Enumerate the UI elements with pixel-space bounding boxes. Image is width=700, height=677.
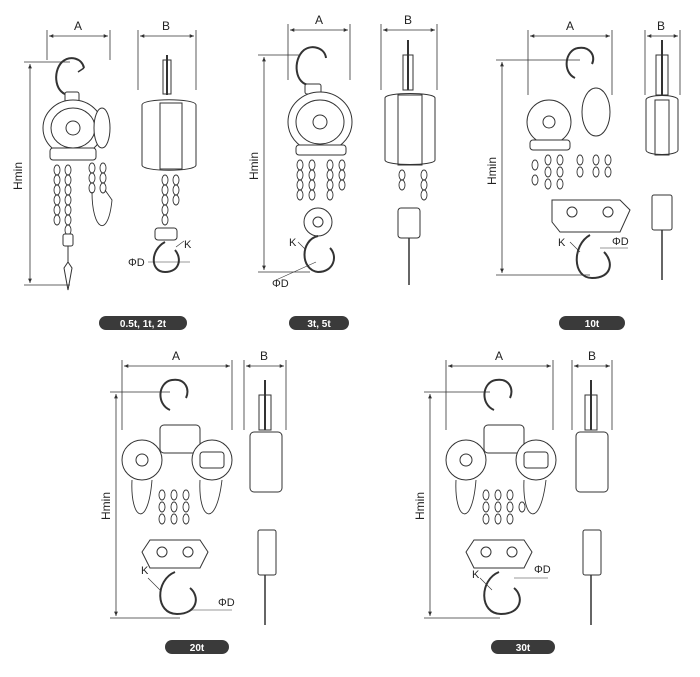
side-view-hoist — [645, 40, 679, 280]
side-view-hoist — [249, 380, 283, 625]
dimension-a — [121, 360, 233, 430]
front-view-hoist — [42, 57, 113, 291]
dimension-hmin — [24, 61, 70, 286]
label-b: B — [404, 13, 412, 27]
label-phi-d: ΦD — [128, 257, 145, 269]
label-phi-d: ΦD — [612, 236, 629, 248]
dimension-b — [243, 360, 287, 430]
dimension-a — [527, 30, 613, 95]
front-view-hoist — [526, 46, 631, 280]
panel-30t-hoist: A B Hmin — [413, 349, 613, 654]
panel-10t-hoist: A B Hmin — [485, 19, 681, 330]
caption-30t-hoist: 30t — [516, 643, 531, 654]
dimension-b — [137, 30, 197, 90]
label-hmin: Hmin — [247, 152, 261, 180]
label-a: A — [172, 349, 180, 363]
panel-small-hoist: A B Hmin — [11, 19, 197, 330]
label-a: A — [566, 19, 574, 33]
panel-medium-hoist: A B Hmin — [247, 13, 438, 330]
side-view-hoist — [141, 55, 197, 274]
dimension-hmin — [424, 391, 500, 619]
caption-pill — [99, 316, 187, 330]
dimension-b — [571, 360, 613, 430]
label-a: A — [74, 19, 82, 33]
label-k: K — [141, 565, 149, 577]
panel-20t-hoist: A B Hmin — [99, 349, 287, 654]
caption-20t-hoist: 20t — [190, 643, 205, 654]
dimension-a — [287, 24, 351, 80]
caption-small-hoist: 0.5t, 1t, 2t — [120, 319, 167, 330]
dimension-a — [46, 30, 111, 60]
dimension-hmin — [496, 59, 590, 276]
front-view-hoist — [445, 378, 557, 616]
dimension-b — [644, 30, 681, 95]
label-hmin: Hmin — [11, 162, 25, 190]
caption-pill — [559, 316, 625, 330]
label-phi-d: ΦD — [218, 597, 235, 609]
dimension-b — [380, 24, 438, 90]
front-view-hoist — [121, 378, 233, 616]
label-a: A — [315, 13, 323, 27]
label-hmin: Hmin — [413, 492, 427, 520]
dimension-hmin — [258, 54, 310, 273]
caption-pill — [289, 316, 349, 330]
caption-10t-hoist: 10t — [585, 319, 600, 330]
caption-pill — [491, 640, 555, 654]
label-k: K — [472, 569, 480, 581]
label-hmin: Hmin — [99, 492, 113, 520]
label-a: A — [495, 349, 503, 363]
label-b: B — [588, 349, 596, 363]
label-phi-d: ΦD — [272, 278, 289, 290]
side-view-hoist — [384, 40, 436, 285]
label-k: K — [289, 237, 297, 249]
label-b: B — [657, 19, 665, 33]
label-k: K — [184, 239, 192, 251]
caption-pill — [165, 640, 229, 654]
label-b: B — [260, 349, 268, 363]
label-k: K — [558, 237, 566, 249]
front-view-hoist — [287, 46, 353, 274]
label-b: B — [162, 19, 170, 33]
label-phi-d: ΦD — [534, 564, 551, 576]
dimension-a — [445, 360, 554, 430]
side-view-hoist — [575, 380, 609, 625]
caption-medium-hoist: 3t, 5t — [307, 319, 331, 330]
label-hmin: Hmin — [485, 157, 499, 185]
